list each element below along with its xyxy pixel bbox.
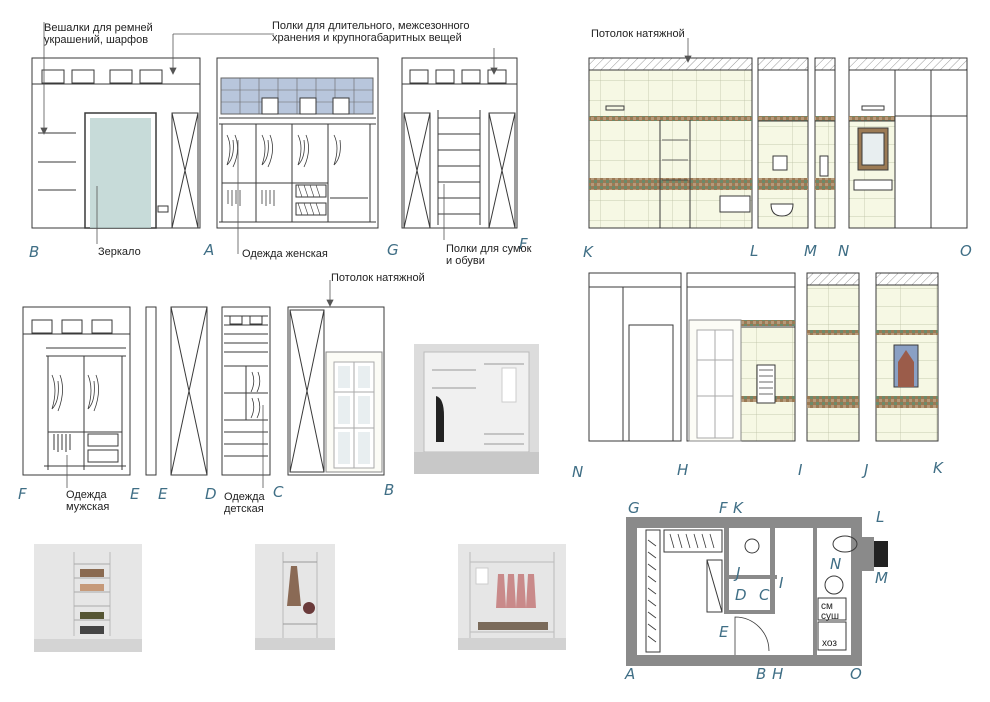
plan-letter-h: H <box>772 665 784 683</box>
section-letter-k-2: K <box>933 459 943 477</box>
elevation-m-n <box>814 57 836 229</box>
shelving-photo-1 <box>34 544 142 652</box>
label-plan-utility: хоз <box>822 638 837 649</box>
section-letter-o: O <box>960 242 972 260</box>
section-letter-f-2: F <box>18 485 27 503</box>
section-letter-n: N <box>838 242 850 260</box>
wardrobe-photo-1-image <box>414 351 539 474</box>
label-mens-clothes: Одежда мужская <box>66 489 110 513</box>
elevation-f-e <box>22 306 131 476</box>
shelving-photo-2 <box>255 544 335 650</box>
label-womens-clothes: Одежда женская <box>242 248 328 260</box>
elevation-d-c <box>221 306 271 476</box>
label-plan-washing: см суш <box>821 601 840 622</box>
plan-letter-b: B <box>756 665 767 683</box>
label-mirror: Зеркало <box>98 246 141 258</box>
wardrobe-photo-1 <box>414 344 539 474</box>
shelving-photo-3-image <box>458 552 566 650</box>
label-hangers: Вешалки для ремней украшений, шарфов <box>44 22 153 46</box>
elevation-g-f <box>401 57 518 229</box>
section-letter-f: F <box>519 235 528 253</box>
plan-letter-l: L <box>876 508 885 526</box>
label-kids-clothes: Одежда детская <box>224 491 265 515</box>
elevation-k-l <box>588 57 753 229</box>
label-stretch-ceiling-mid: Потолок натяжной <box>331 272 425 284</box>
section-letter-i: I <box>798 461 803 479</box>
section-letter-c: C <box>273 483 284 501</box>
section-letter-j: J <box>864 461 869 479</box>
elevation-n-o <box>848 57 968 229</box>
section-letter-e: E <box>130 485 140 503</box>
section-letter-l: L <box>750 242 759 260</box>
elevation-b-a <box>31 57 201 229</box>
section-letter-b: B <box>29 243 40 261</box>
section-letter-d: D <box>205 485 217 503</box>
plan-letter-i: I <box>779 574 784 592</box>
section-letter-k: K <box>583 243 593 261</box>
elevation-a-g <box>216 57 379 229</box>
floor-plan <box>626 517 888 666</box>
plan-letter-g: G <box>628 499 640 517</box>
plan-letter-f: F <box>719 499 728 517</box>
leader-lines <box>40 22 692 488</box>
elevation-h-i <box>686 272 796 442</box>
plan-letter-k: K <box>733 499 743 517</box>
plan-letter-n: N <box>830 555 842 573</box>
elevation-e-d <box>145 306 208 476</box>
plan-letter-e: E <box>719 623 729 641</box>
section-letter-b-2: B <box>384 481 395 499</box>
section-letter-h: H <box>677 461 689 479</box>
shelving-photo-2-image <box>255 552 335 650</box>
section-letter-e-2: E <box>158 485 168 503</box>
section-letter-g: G <box>387 241 399 259</box>
plan-letter-c: C <box>759 586 770 604</box>
elevation-l-m <box>757 57 809 229</box>
plan-letter-a: A <box>625 665 636 683</box>
plan-letter-d: D <box>735 586 747 604</box>
elevation-n-h <box>588 272 682 442</box>
plan-letter-j: J <box>736 564 741 582</box>
section-letter-n-2: N <box>572 463 584 481</box>
section-letter-a: A <box>204 241 215 259</box>
plan-letter-o: O <box>850 665 862 683</box>
elevation-i-j <box>806 272 860 442</box>
label-bags-shoes-shelves: Полки для сумок и обуви <box>446 243 532 267</box>
shelving-photo-1-image <box>34 552 142 652</box>
label-long-term-shelves: Полки для длительного, межсезонного хран… <box>272 20 470 44</box>
label-stretch-ceiling-top: Потолок натяжной <box>591 28 685 40</box>
plan-letter-m: M <box>875 569 888 587</box>
elevation-c-b <box>287 306 385 476</box>
section-letter-m: M <box>804 242 817 260</box>
elevation-j-k <box>875 272 939 442</box>
shelving-photo-3 <box>458 544 566 650</box>
